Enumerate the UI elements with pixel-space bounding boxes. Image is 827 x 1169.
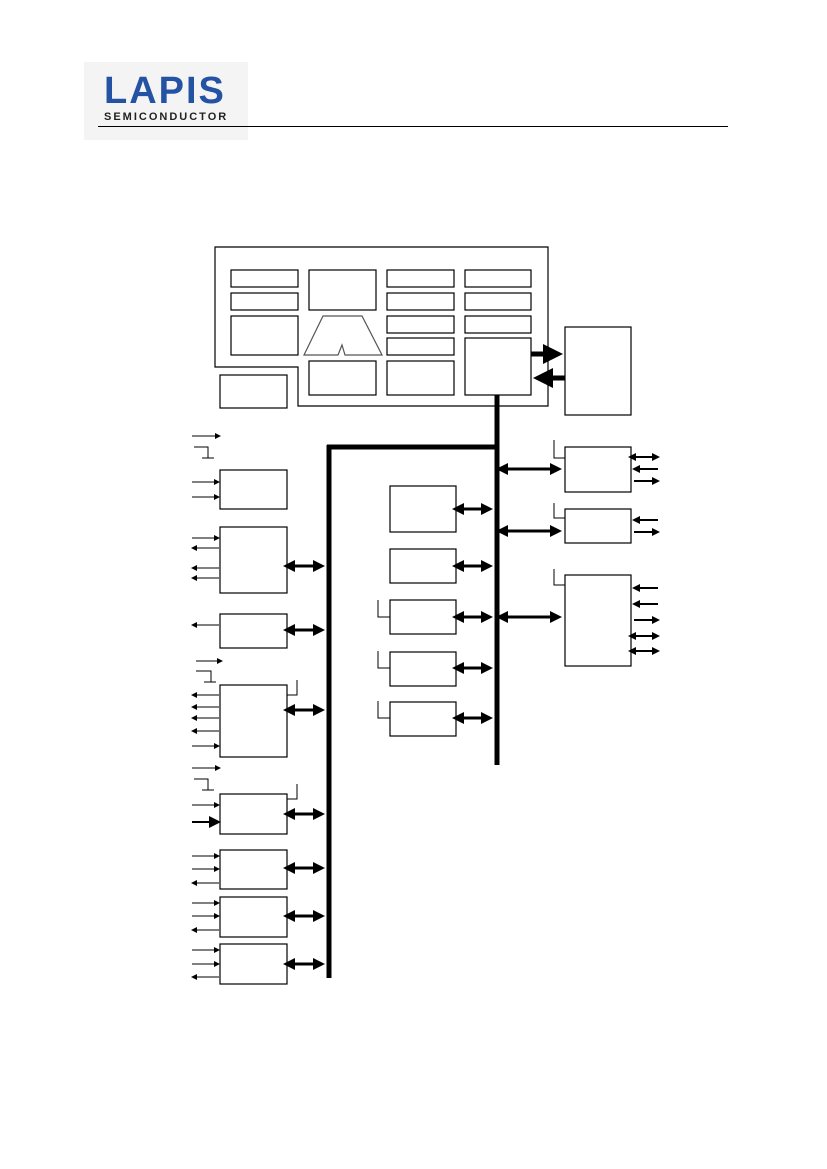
alu-shape xyxy=(303,315,383,356)
buses xyxy=(326,395,500,978)
side-block xyxy=(219,374,288,409)
middle-peripherals xyxy=(377,485,493,737)
lapis-logo: LAPIS SEMICONDUCTOR xyxy=(84,62,248,140)
logo-main-text: LAPIS xyxy=(104,70,226,112)
logo-sub-text: SEMICONDUCTOR xyxy=(104,111,229,123)
right-peripherals xyxy=(496,440,660,667)
cpu-core-block xyxy=(214,246,549,407)
left-peripherals xyxy=(191,433,325,985)
header-rule xyxy=(98,126,728,127)
memory-block xyxy=(564,326,632,416)
